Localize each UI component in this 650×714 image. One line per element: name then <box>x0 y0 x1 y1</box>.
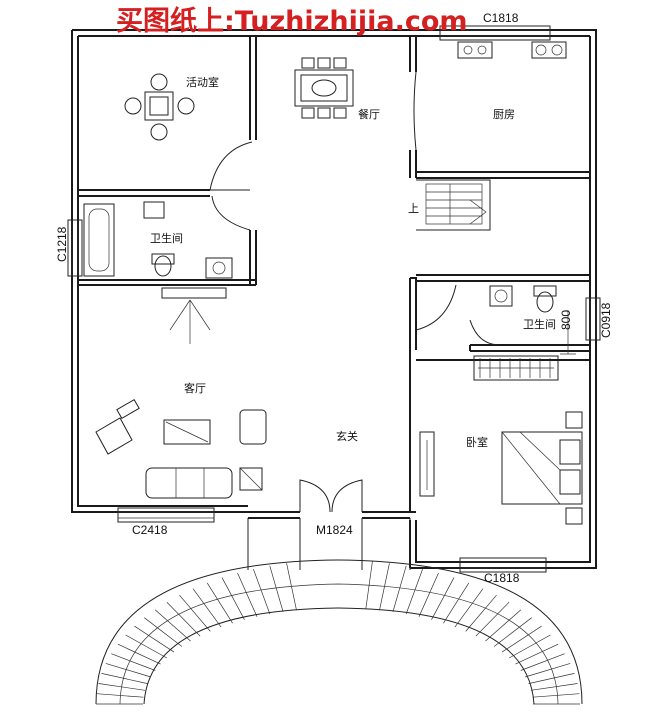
code-right-window: C0918 <box>599 302 613 338</box>
stair-tread <box>532 693 580 698</box>
stair-tread <box>379 563 390 611</box>
kitchen-fixtures <box>457 41 567 59</box>
label-foyer: 玄关 <box>336 429 358 443</box>
label-living-room: 客厅 <box>184 381 206 395</box>
stair-tread <box>443 582 470 624</box>
stair-tread <box>206 582 233 624</box>
stair-tread <box>515 643 559 665</box>
stair-tread <box>286 563 297 611</box>
living-fixtures <box>95 287 267 499</box>
stair-tread <box>192 588 222 628</box>
stair-tread <box>117 643 161 665</box>
stair-tread <box>392 565 407 612</box>
stair-tread <box>465 594 497 632</box>
stair-tread <box>154 609 191 642</box>
interior-walls <box>78 36 590 512</box>
label-bedroom: 卧室 <box>466 435 488 449</box>
code-bottom-right-window: C1818 <box>484 571 520 585</box>
stair-tread <box>520 653 565 671</box>
activity-table-set <box>124 73 195 141</box>
outer-walls <box>71 29 597 569</box>
stair-tread <box>405 568 423 615</box>
stair-tread <box>524 663 571 678</box>
right-bath-fixtures <box>489 285 576 355</box>
stair-tread <box>269 565 284 612</box>
dining-table-set <box>294 57 354 119</box>
stair-tread <box>528 673 575 684</box>
stair-tread <box>144 617 183 647</box>
internal-stairs <box>425 183 487 225</box>
label-dining-room: 餐厅 <box>358 107 380 121</box>
code-main-door: M1824 <box>316 523 353 537</box>
code-sill-800: 800 <box>559 310 573 330</box>
stair-tread <box>179 594 211 632</box>
window-door-codes: C1818 C1218 C0918 800 C2418 C1818 M1824 <box>55 11 613 585</box>
stair-tread <box>418 572 439 617</box>
bedroom-fixtures <box>419 355 583 525</box>
stair-tread <box>237 572 258 617</box>
stair-tread <box>166 601 201 637</box>
stair-tread <box>134 625 175 653</box>
stair-tread <box>96 693 144 698</box>
watermark-text: 买图纸上:Tuzhizhijia.com <box>116 5 468 37</box>
stair-tread <box>105 663 152 678</box>
label-left-bathroom: 卫生间 <box>150 231 183 245</box>
stair-tread <box>101 673 148 684</box>
stair-tread <box>493 617 532 647</box>
front-curved-staircase <box>95 518 583 705</box>
label-right-bathroom: 卫生间 <box>523 317 556 331</box>
stair-tread <box>221 577 245 620</box>
left-bath-fixtures <box>83 201 233 279</box>
code-bottom-left-window: C2418 <box>132 523 168 537</box>
room-labels: 活动室 餐厅 厨房 卫生间 客厅 玄关 卫生间 卧室 上 <box>150 75 556 449</box>
stair-tread <box>431 577 455 620</box>
stair-tread <box>454 588 484 628</box>
code-left-window: C1218 <box>55 226 69 262</box>
code-top-right-window: C1818 <box>483 11 519 25</box>
stair-tread <box>485 609 522 642</box>
stair-tread <box>365 561 373 610</box>
stair-tread <box>253 568 271 615</box>
stair-tread <box>501 625 542 653</box>
stair-tread <box>508 634 551 659</box>
label-stair-up: 上 <box>408 202 419 215</box>
stair-tread <box>125 634 168 659</box>
doors <box>209 71 501 513</box>
stair-tread <box>98 683 146 691</box>
label-activity-room: 活动室 <box>186 75 219 89</box>
stair-tread <box>475 601 510 637</box>
label-kitchen: 厨房 <box>493 108 515 121</box>
windows <box>67 25 601 573</box>
stair-tread <box>111 653 156 671</box>
stair-tread <box>530 683 578 691</box>
